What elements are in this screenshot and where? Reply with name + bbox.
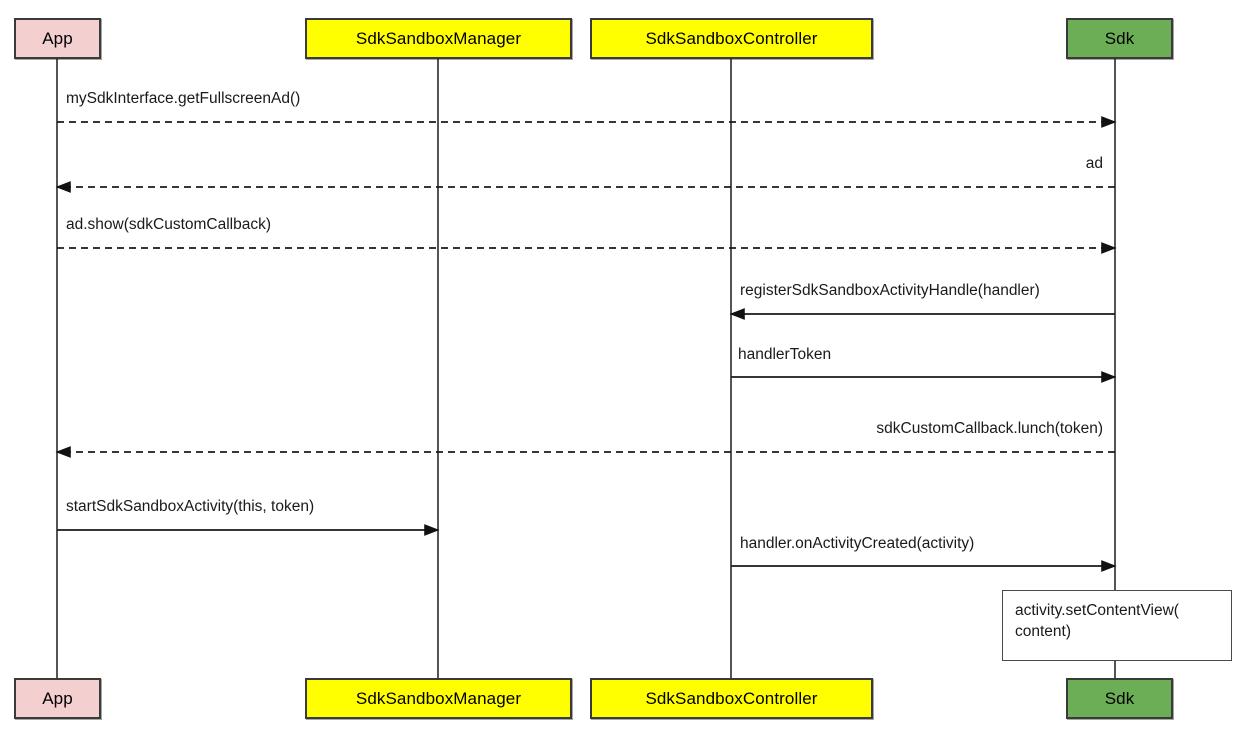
participant-label: App xyxy=(42,29,73,48)
message-label-m6: sdkCustomCallback.lunch(token) xyxy=(876,420,1103,437)
message-label-m8: handler.onActivityCreated(activity) xyxy=(740,535,975,552)
participant-header-sdk[interactable]: Sdk xyxy=(1066,18,1173,59)
message-label-m1: mySdkInterface.getFullscreenAd() xyxy=(66,90,301,107)
note-line-1: activity.setContentView( xyxy=(1015,602,1179,619)
participant-label: SdkSandboxManager xyxy=(355,29,522,48)
note-activity-setcontentview: activity.setContentView( content) xyxy=(1002,590,1232,661)
message-label-m5: handlerToken xyxy=(738,346,832,363)
message-label-m2: ad xyxy=(1085,155,1103,172)
participant-label: Sdk xyxy=(1104,689,1135,708)
lifelines-group xyxy=(56,59,1116,678)
note-line-2: content) xyxy=(1015,622,1072,640)
message-label-m7: startSdkSandboxActivity(this, token) xyxy=(66,498,315,515)
participant-footer-manager[interactable]: SdkSandboxManager xyxy=(305,678,572,719)
participant-label: App xyxy=(42,689,73,708)
participant-header-manager[interactable]: SdkSandboxManager xyxy=(305,18,572,59)
participant-footer-sdk[interactable]: Sdk xyxy=(1066,678,1173,719)
message-label-m3: ad.show(sdkCustomCallback) xyxy=(66,216,272,233)
participant-label: SdkSandboxController xyxy=(645,689,818,708)
participant-footer-app[interactable]: App xyxy=(14,678,101,719)
participant-label: SdkSandboxController xyxy=(645,29,818,48)
message-label-m4: registerSdkSandboxActivityHandle(handler… xyxy=(740,282,1040,299)
participant-header-controller[interactable]: SdkSandboxController xyxy=(590,18,873,59)
participant-label: SdkSandboxManager xyxy=(355,689,522,708)
participant-header-app[interactable]: App xyxy=(14,18,101,59)
participant-label: Sdk xyxy=(1104,29,1135,48)
participant-footer-controller[interactable]: SdkSandboxController xyxy=(590,678,873,719)
